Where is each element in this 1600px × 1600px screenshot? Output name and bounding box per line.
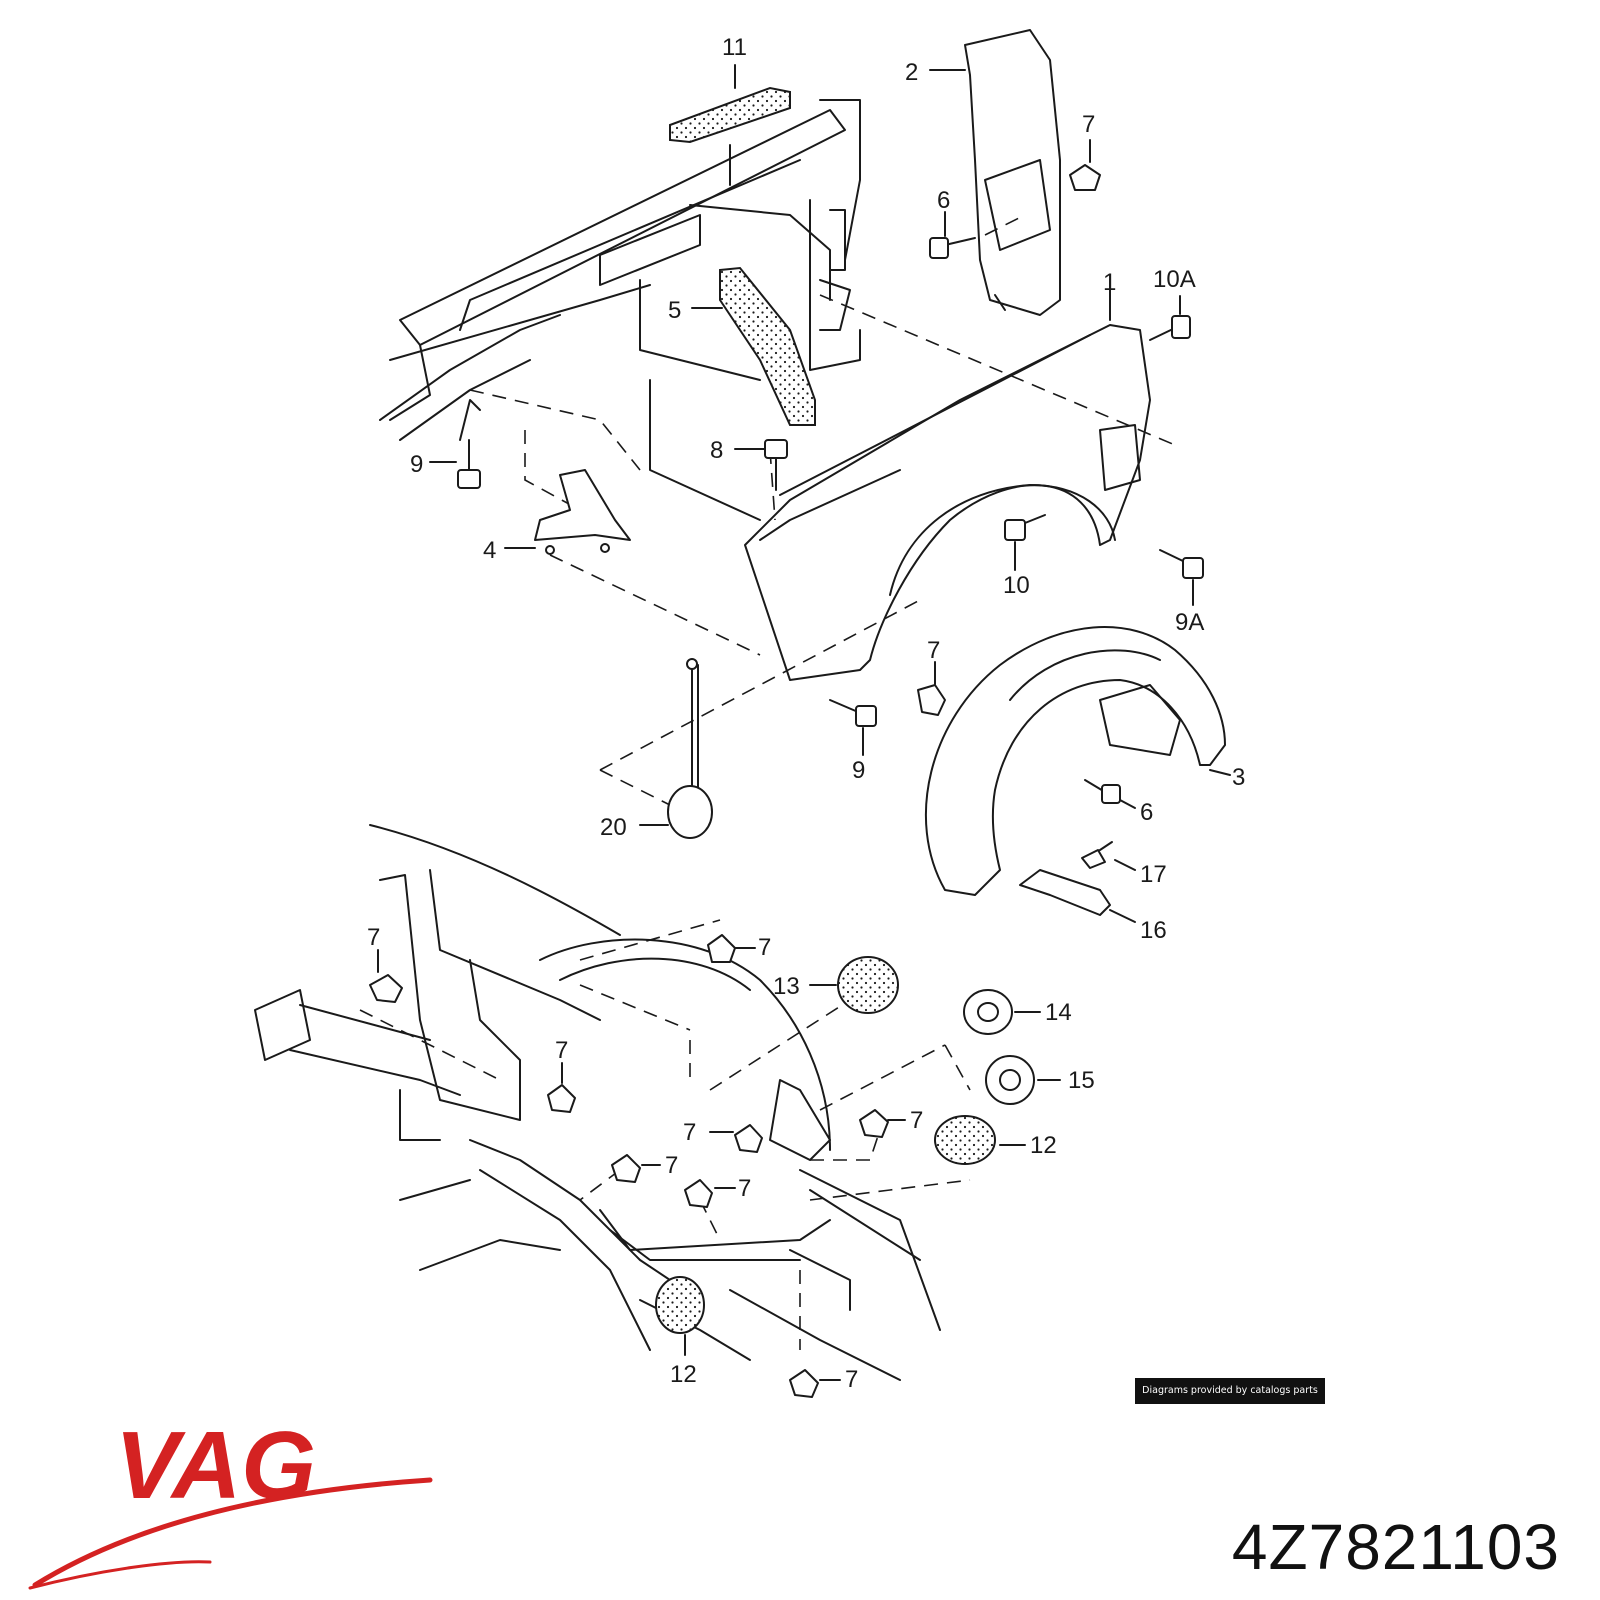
strip-part-16: [1019, 869, 1136, 923]
callout-9A: 9A: [1175, 609, 1204, 636]
callout-20: 20: [600, 814, 627, 841]
callout-labels: 11 2 7 6 1 10A 5 8 9 4 10 9A 7 9 3 6 20 …: [367, 34, 1245, 1393]
callout-17: 17: [1140, 861, 1167, 888]
part-number: 4Z7821103: [1231, 1511, 1560, 1583]
callout-13: 13: [773, 973, 800, 1000]
callout-1: 1: [1103, 269, 1116, 296]
callout-6-top: 6: [937, 187, 950, 214]
callout-10A: 10A: [1153, 266, 1196, 293]
fender-part-1: [744, 279, 1151, 681]
bracket-part-4: [504, 469, 631, 555]
callout-7-c: 7: [555, 1037, 568, 1064]
callout-9-left: 9: [410, 451, 423, 478]
callout-10: 10: [1003, 572, 1030, 599]
grommet-part-12-right: [934, 1115, 1026, 1165]
wheelarch-liner-part-3: [925, 626, 1231, 896]
callout-7-mid: 7: [927, 637, 940, 664]
callout-4: 4: [483, 537, 496, 564]
assembly-lines: [469, 214, 1176, 811]
callout-11: 11: [722, 34, 747, 61]
grommet-part-14: [963, 989, 1041, 1035]
callout-14: 14: [1045, 999, 1072, 1026]
clips-lower: [369, 934, 906, 1398]
callout-5: 5: [668, 297, 681, 324]
fasteners-upper: [429, 139, 1204, 871]
callout-2: 2: [905, 59, 918, 86]
callout-12-lower: 12: [670, 1361, 697, 1388]
body-frame-upper: [379, 99, 861, 521]
callout-7-top: 7: [1082, 111, 1095, 138]
callout-12-right: 12: [1030, 1132, 1057, 1159]
rod-part-20: [639, 658, 713, 839]
callout-7-e: 7: [683, 1119, 696, 1146]
callout-7-f: 7: [665, 1152, 678, 1179]
bracket-part-2: [929, 29, 1061, 316]
callout-15: 15: [1068, 1067, 1095, 1094]
callout-7-g: 7: [738, 1175, 751, 1202]
vag-logo: VAG: [28, 1420, 433, 1590]
callout-3: 3: [1232, 764, 1245, 791]
callout-7-b: 7: [758, 934, 771, 961]
callout-7-h: 7: [845, 1366, 858, 1393]
foam-block-part-5: [691, 266, 816, 426]
callout-8: 8: [710, 437, 723, 464]
assembly-lines-lower: [359, 919, 971, 1350]
grommet-part-15: [985, 1055, 1061, 1105]
callout-7-d: 7: [910, 1107, 923, 1134]
callout-9-lower: 9: [852, 757, 865, 784]
callout-6-lower: 6: [1140, 799, 1153, 826]
body-frame-lower: [254, 824, 941, 1381]
svg-text:VAG: VAG: [115, 1420, 316, 1519]
callout-16: 16: [1140, 917, 1167, 944]
callout-7-a: 7: [367, 924, 380, 951]
grommet-part-12-lower: [655, 1276, 705, 1356]
diagram-credit: Diagrams provided by catalogs parts: [1135, 1378, 1325, 1404]
foam-strip-part-11: [669, 64, 791, 186]
plug-part-13: [809, 956, 899, 1014]
